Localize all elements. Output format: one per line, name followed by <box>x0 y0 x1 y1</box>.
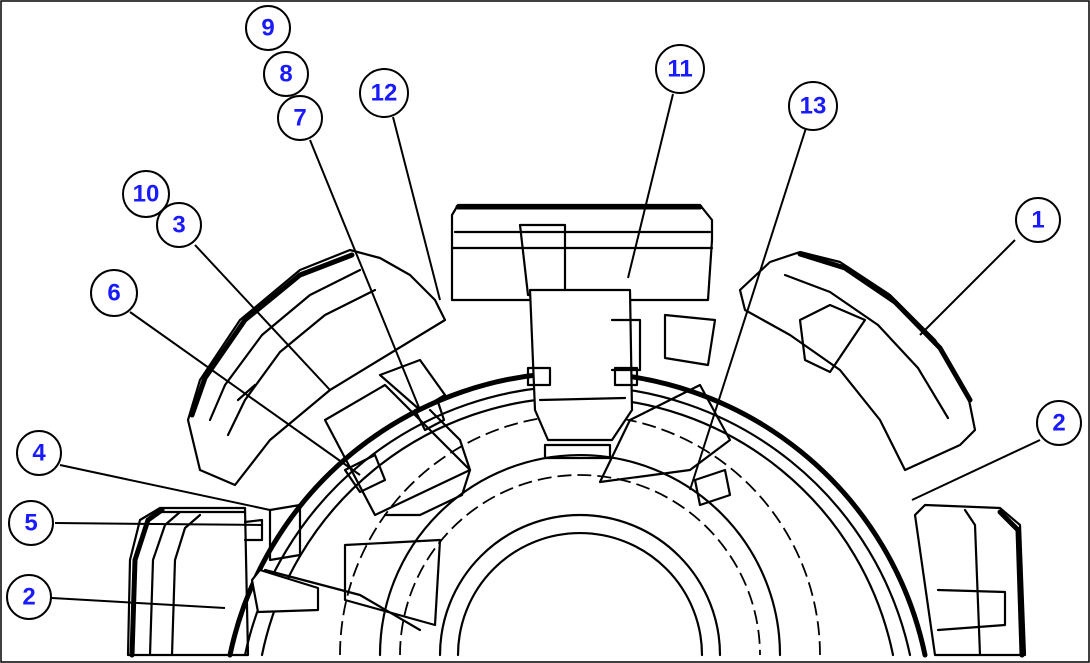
callout-1: 1 <box>1015 197 1061 243</box>
callout-label: 11 <box>667 56 692 83</box>
callout-circle <box>8 500 54 546</box>
callout-circle <box>90 269 138 317</box>
callout-6: 6 <box>90 269 138 317</box>
callout-12: 12 <box>359 68 409 118</box>
left-pad <box>126 506 250 658</box>
callout-circle <box>655 44 705 94</box>
right-pad <box>913 503 1027 658</box>
callout-label: 1 <box>1031 207 1044 234</box>
callout-label: 5 <box>24 510 37 537</box>
callout-3: 3 <box>156 202 202 248</box>
callout-13: 13 <box>788 81 838 131</box>
callout-9: 9 <box>245 5 291 51</box>
callout-circle <box>1036 400 1082 446</box>
inner-segments <box>243 288 732 632</box>
callout-circle <box>156 202 202 248</box>
callout-label: 9 <box>261 15 274 42</box>
top-pad <box>450 203 714 302</box>
callout-label: 10 <box>133 181 160 208</box>
leader-lines <box>51 93 1041 609</box>
upper-right-pad <box>738 250 977 472</box>
callout-10: 10 <box>122 170 170 218</box>
callout-label: 6 <box>107 280 120 307</box>
callout-circle <box>788 81 838 131</box>
callout-circle <box>277 95 323 141</box>
callout-label: 13 <box>800 93 827 120</box>
callout-5: 5 <box>8 500 54 546</box>
callout-2-right: 2 <box>1036 400 1082 446</box>
upper-left-pad <box>186 248 447 487</box>
callout-label: 2 <box>1052 410 1065 437</box>
callout-11: 11 <box>655 44 705 94</box>
callout-8: 8 <box>263 51 309 97</box>
callout-circle <box>122 170 170 218</box>
callout-circle <box>16 430 62 476</box>
callout-label: 2 <box>22 584 35 611</box>
callout-circle <box>359 68 409 118</box>
callout-4: 4 <box>16 430 62 476</box>
callout-circle <box>1015 197 1061 243</box>
callout-circle <box>245 5 291 51</box>
callout-2-left: 2 <box>6 574 52 620</box>
callout-label: 8 <box>279 61 292 88</box>
callout-label: 7 <box>293 105 306 132</box>
callout-circle <box>263 51 309 97</box>
callout-7: 7 <box>277 95 323 141</box>
callout-label: 4 <box>32 440 46 467</box>
callout-label: 12 <box>371 80 398 107</box>
callout-label: 3 <box>172 212 185 239</box>
callout-circle <box>6 574 52 620</box>
